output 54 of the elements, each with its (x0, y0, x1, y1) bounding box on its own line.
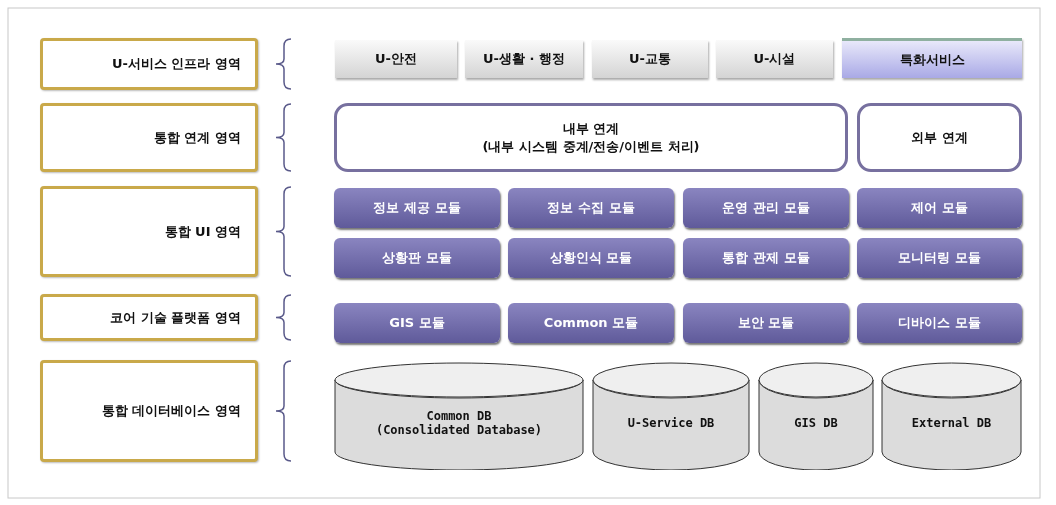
layer-label: U-서비스 인프라 영역 (112, 55, 241, 73)
integration-label: (내부 시스템 중계/전송/이벤트 처리) (482, 137, 700, 156)
service-label: U-교통 (629, 50, 671, 68)
integration-box (334, 103, 848, 172)
module-button (683, 238, 849, 278)
module-button (334, 303, 500, 343)
module-button (508, 188, 674, 228)
module-button (857, 188, 1022, 228)
integration-box (857, 103, 1022, 172)
module-label: 상황인식 모듈 (549, 249, 633, 267)
module-button (508, 238, 674, 278)
service-label: U-생활 · 행정 (483, 50, 565, 68)
layer-box (40, 186, 258, 277)
module-button (857, 238, 1022, 278)
module-label: 정보 제공 모듈 (373, 199, 461, 217)
module-label: 제어 모듈 (911, 199, 968, 217)
layer-box (40, 103, 258, 172)
service-tab (716, 40, 833, 78)
module-button (334, 238, 500, 278)
database-label: (Consolidated Database) (375, 423, 543, 437)
module-label: 모니터링 모듈 (898, 249, 981, 267)
layer-box (40, 294, 258, 341)
module-button (683, 188, 849, 228)
service-tab (465, 40, 583, 78)
layer-label: 코어 기술 플랫폼 영역 (110, 308, 241, 327)
module-label: 통합 관제 모듈 (722, 249, 810, 267)
layer-label: 통합 연계 영역 (153, 128, 241, 147)
module-label: 상황판 모듈 (382, 249, 452, 267)
integration-label: 외부 연계 (911, 128, 968, 147)
module-label: 운영 관리 모듈 (722, 199, 810, 217)
module-button (334, 188, 500, 228)
service-label: 특화서비스 (899, 50, 965, 69)
module-button (508, 303, 674, 343)
layer-label: 통합 데이터베이스 영역 (101, 402, 241, 420)
service-label: U-안전 (375, 50, 417, 68)
database-label: Common DB (426, 409, 492, 423)
module-label: 정보 수집 모듈 (547, 199, 635, 217)
module-label: 디바이스 모듈 (898, 314, 981, 332)
service-tab (592, 40, 708, 78)
service-tab (335, 40, 457, 78)
integration-label: 내부 연계 (562, 119, 620, 138)
layer-box (40, 360, 258, 462)
database-label: GIS DB (794, 416, 838, 430)
module-label: Common 모듈 (543, 314, 639, 332)
service-tab (842, 38, 1022, 78)
database-label: External DB (911, 416, 992, 430)
service-label: U-시설 (753, 50, 796, 68)
module-label: 보안 모듈 (737, 314, 795, 332)
module-button (857, 303, 1022, 343)
module-label: GIS 모듈 (389, 314, 445, 332)
database-label: U-Service DB (627, 416, 715, 430)
layer-box (40, 38, 258, 90)
layer-label: 통합 UI 영역 (164, 222, 241, 241)
module-button (683, 303, 849, 343)
